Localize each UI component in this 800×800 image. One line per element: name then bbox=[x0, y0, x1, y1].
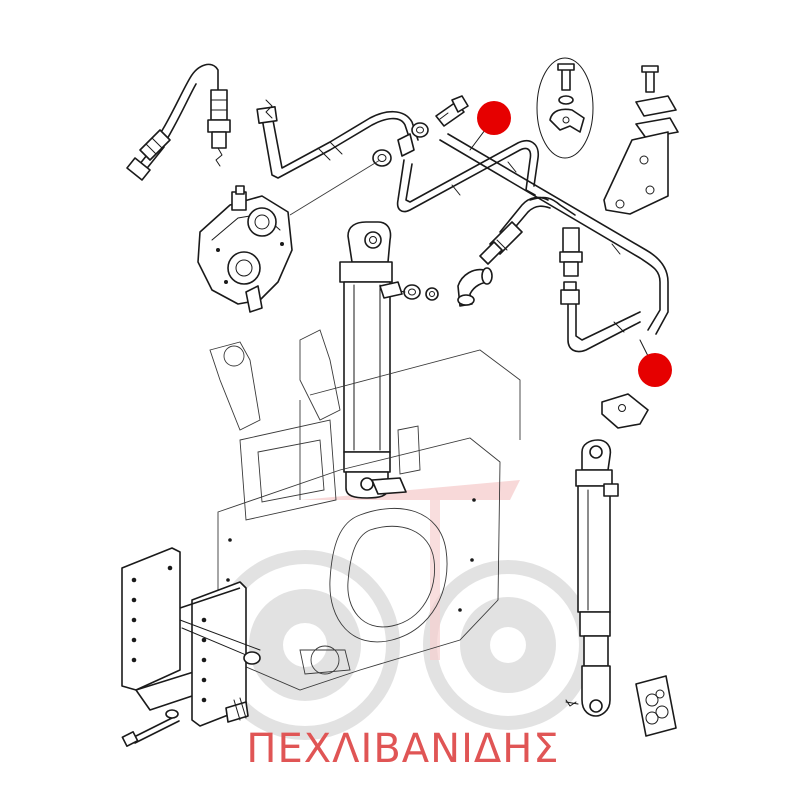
callout-marker-top[interactable] bbox=[477, 101, 511, 135]
mounting-bracket-bottom bbox=[121, 547, 261, 727]
callout-marker-bottom[interactable] bbox=[638, 353, 672, 387]
bracket-bolt-holes bbox=[131, 565, 207, 703]
hose-fitting-left-lower bbox=[126, 129, 171, 181]
hose-crimp-fitting bbox=[479, 221, 523, 265]
hydraulic-pump bbox=[197, 159, 381, 313]
logo-swoosh-icon bbox=[300, 480, 520, 500]
hydraulic-hose-left bbox=[126, 63, 231, 181]
seal-washers-elbow bbox=[394, 284, 439, 301]
callout-markers bbox=[469, 101, 672, 387]
flexible-hose-to-cylinder bbox=[394, 196, 551, 307]
support-bracket-right bbox=[603, 65, 679, 215]
tractor-housing bbox=[209, 329, 521, 691]
hose-fitting-left-upper bbox=[207, 89, 231, 149]
banjo-bolt bbox=[435, 95, 469, 127]
elbow-fitting bbox=[457, 267, 493, 307]
hydraulic-cylinder-main bbox=[339, 221, 407, 499]
pipe-fitting-right-upper bbox=[559, 227, 583, 277]
steel-pipe-middle bbox=[396, 133, 669, 335]
right-gear-icon bbox=[423, 560, 593, 730]
bolt-clamp-detail bbox=[536, 57, 594, 159]
small-angle-bracket bbox=[601, 393, 649, 429]
steel-pipe-upper bbox=[256, 99, 419, 179]
long-bolt bbox=[121, 709, 180, 747]
watermark-logo bbox=[210, 480, 593, 740]
hydraulic-cylinder-spare bbox=[565, 439, 619, 717]
seal-washers-top bbox=[372, 122, 429, 167]
watermark-text: ΠΕΧΛΙΒΑΝΙΔΗΣ bbox=[246, 726, 559, 772]
steel-pipe-right-loop bbox=[529, 196, 641, 353]
seal-kit bbox=[635, 675, 677, 737]
pipe-fitting-right-lower bbox=[560, 281, 580, 305]
logo-bar-icon bbox=[430, 500, 440, 660]
